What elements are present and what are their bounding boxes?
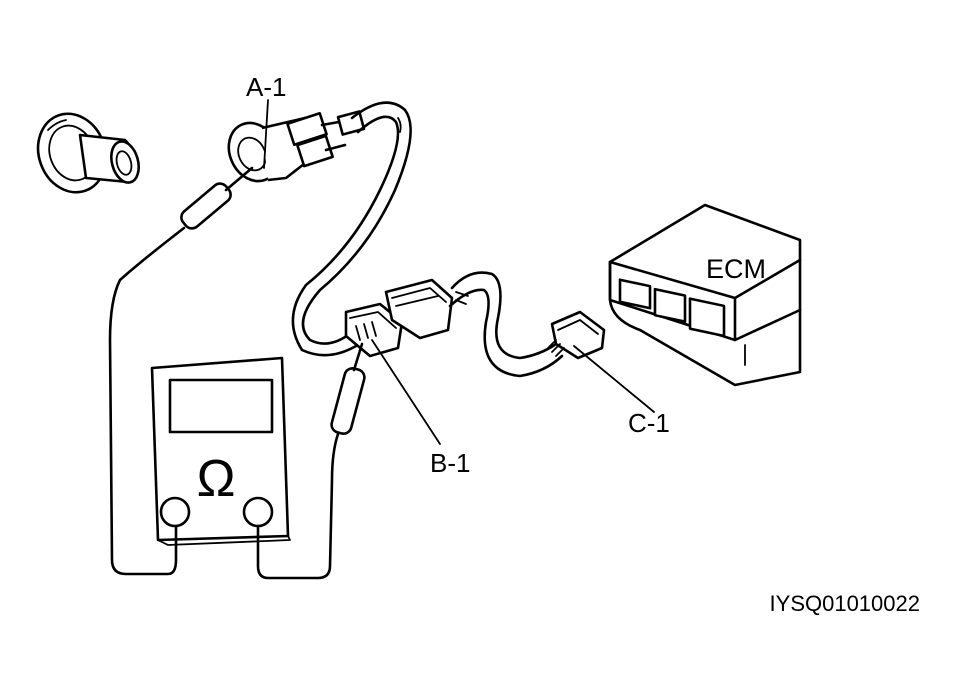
leader-a1 bbox=[263, 99, 269, 169]
meter-terminal-left bbox=[159, 496, 191, 528]
ohm-symbol: Ω bbox=[197, 450, 236, 508]
bulb bbox=[36, 112, 140, 194]
label-ecm: ECM bbox=[706, 254, 766, 284]
harness-b1-c1 bbox=[448, 271, 564, 378]
harness-a1-b1 bbox=[291, 101, 412, 357]
label-c1: C-1 bbox=[628, 408, 670, 438]
label-b1: B-1 bbox=[430, 448, 470, 478]
meter-terminal-right bbox=[242, 496, 274, 528]
ohmmeter bbox=[150, 356, 291, 546]
figure-code: IYSQ01010022 bbox=[770, 591, 920, 616]
label-a1: A-1 bbox=[246, 72, 286, 102]
connector-b1 bbox=[344, 278, 454, 358]
meter-display bbox=[168, 378, 274, 434]
ecm-unit bbox=[608, 203, 802, 387]
socket-a1 bbox=[227, 110, 366, 183]
probe-lead-right bbox=[256, 342, 366, 580]
leader-b1 bbox=[371, 339, 441, 445]
probe-lead-left bbox=[108, 166, 254, 576]
leader-c1 bbox=[573, 345, 655, 413]
connector-c1 bbox=[547, 310, 606, 360]
